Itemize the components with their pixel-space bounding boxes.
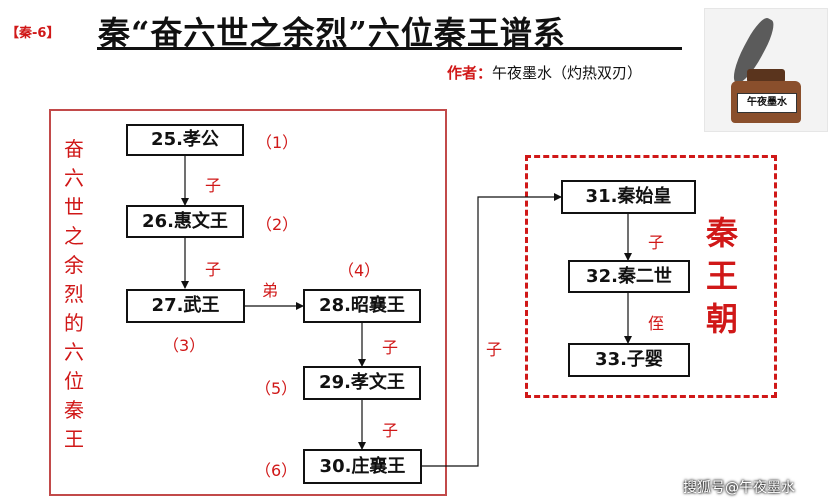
six-kings-frame <box>49 109 447 496</box>
logo-label: 午夜墨水 <box>737 93 797 113</box>
order-label-n27: （3） <box>163 336 206 355</box>
node-n30: 30.庄襄王 <box>303 449 422 484</box>
node-n28: 28.昭襄王 <box>303 289 421 323</box>
qin-dynasty-frame <box>525 155 777 398</box>
order-label-n26: （2） <box>256 215 299 234</box>
order-label-n28: （4） <box>338 261 381 280</box>
section-tag: 【秦-6】 <box>6 26 60 41</box>
relation-label-n27-n28: 弟 <box>262 281 279 300</box>
relation-label-n26-n27: 子 <box>205 260 222 279</box>
order-label-n25: （1） <box>256 133 299 152</box>
node-n26: 26.惠文王 <box>126 205 244 238</box>
node-n25: 25.孝公 <box>126 124 244 156</box>
ink-bottle-logo: 午夜墨水 <box>704 8 828 132</box>
author-label: 作者： <box>447 64 493 82</box>
relation-label-n31-n32: 子 <box>648 233 665 252</box>
author-line: 作者：午夜墨水（灼热双刃） <box>447 62 642 83</box>
watermark: 搜狐号@午夜墨水 <box>683 480 795 496</box>
title-underline <box>97 47 682 50</box>
relation-label-n32-n33: 侄 <box>648 314 665 333</box>
order-label-n29: （5） <box>255 379 298 398</box>
bottle-neck-icon <box>747 69 785 83</box>
left-panel-caption: 奋六世之余烈的六位秦王 <box>64 137 84 451</box>
node-n27: 27.武王 <box>126 289 245 323</box>
order-label-n30: （6） <box>255 461 298 480</box>
node-n31: 31.秦始皇 <box>561 180 696 214</box>
relation-label-n25-n26: 子 <box>205 176 222 195</box>
relation-label-n28-n29: 子 <box>382 338 399 357</box>
page-title: 秦“奋六世之余烈”六位秦王谱系 <box>98 14 566 52</box>
dynasty-caption: 秦王朝 <box>706 214 739 338</box>
relation-label-n30-n31: 子 <box>486 340 503 359</box>
node-n32: 32.秦二世 <box>568 260 690 293</box>
node-n33: 33.子婴 <box>568 343 690 377</box>
relation-label-n29-n30: 子 <box>382 421 399 440</box>
node-n29: 29.孝文王 <box>303 366 421 400</box>
author-name: 午夜墨水（灼热双刃） <box>492 64 643 82</box>
arrow-n30-n31 <box>422 193 562 467</box>
